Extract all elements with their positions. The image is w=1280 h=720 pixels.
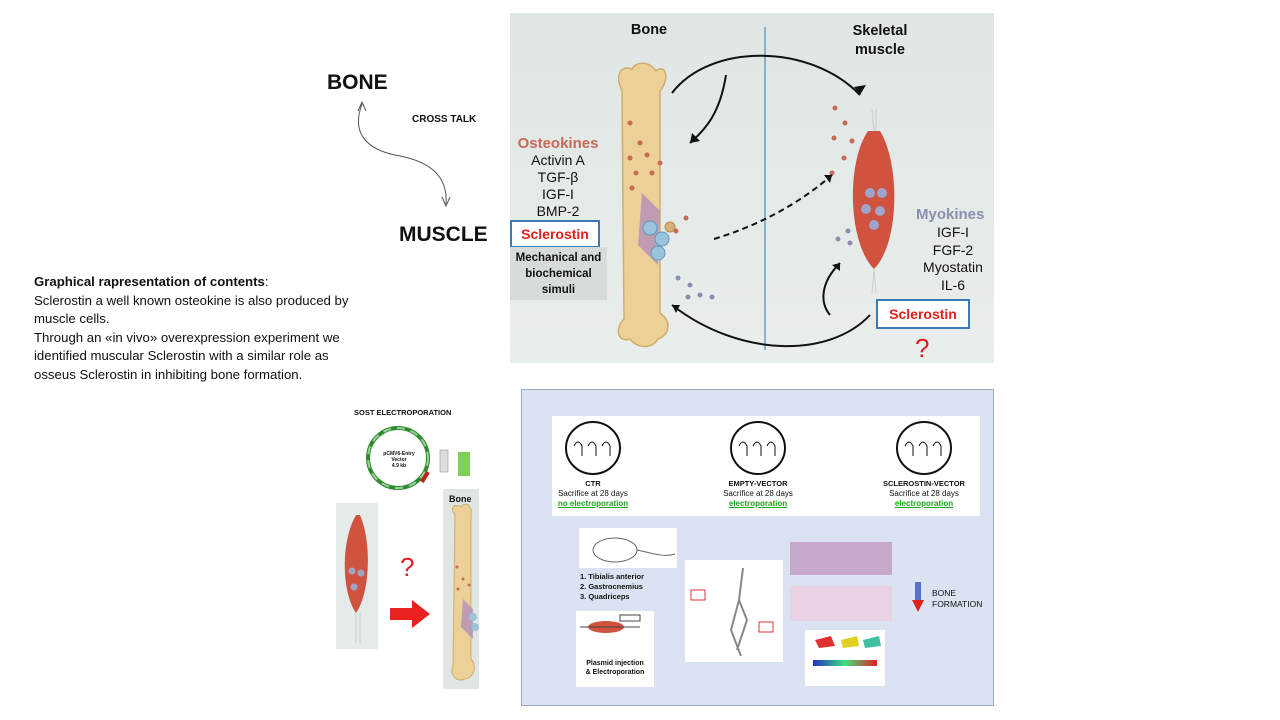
myokine-item: Myostatin — [923, 259, 983, 275]
skeletal-muscle-label: Skeletal muscle — [830, 22, 930, 60]
cross-talk-label: CROSS TALK — [412, 114, 477, 125]
bone-label: Bone — [630, 22, 668, 38]
mouse-sketch — [579, 528, 677, 568]
group-ctr: CTR Sacrifice at 28 days no electroporat… — [553, 479, 633, 509]
myokine-item: FGF-2 — [932, 241, 974, 258]
heatmap-panel — [805, 630, 885, 686]
vector-label: pCMV6-Entry Vector 4.9 kb — [380, 451, 418, 469]
plasmid-line: Plasmid injection — [586, 660, 644, 667]
heatmap-illustration — [813, 636, 881, 666]
muscle-title: MUSCLE — [399, 223, 488, 246]
description-colon: : — [264, 274, 269, 289]
groups-box: CTR Sacrifice at 28 days no electroporat… — [552, 416, 980, 516]
description-heading: Graphical rapresentation of contents — [34, 274, 265, 289]
bone-cells — [642, 220, 676, 261]
plasmid-vector-diagram — [366, 426, 470, 490]
bone-title: BONE — [327, 71, 388, 94]
osteokine-item: TGF-β — [537, 169, 579, 185]
mouse-sketch-illustration — [592, 537, 676, 563]
group-name: EMPTY-VECTOR — [728, 479, 788, 488]
myokine-dots — [675, 228, 853, 300]
syringe-illustration — [580, 614, 641, 633]
bone-small-illustration — [451, 503, 479, 681]
crosstalk-arrows — [671, 54, 871, 347]
vector-size: 4.9 kb — [391, 463, 407, 469]
mechanical-line: biochemical — [525, 268, 592, 280]
group-electroporation: no electroporation — [557, 499, 629, 508]
group-sacrifice: Sacrifice at 28 days — [723, 489, 793, 498]
muscle-item: 3. Quadriceps — [580, 592, 630, 601]
plasmid-line: & Electroporation — [585, 669, 645, 676]
group-sclerostin-vector: SCLEROSTIN-VECTOR Sacrifice at 28 days e… — [874, 479, 974, 509]
group-electroporation: electroporation — [728, 499, 788, 508]
muscle-label-line: Skeletal — [852, 23, 908, 39]
mice-icons — [565, 421, 952, 475]
osteokine-dots — [627, 105, 855, 234]
description-line: Sclerostin a well known osteokine is als… — [34, 292, 349, 308]
crosstalk-illustration — [617, 27, 895, 350]
muscle-small-illustration — [344, 515, 368, 643]
mechanical-stimuli-box: Mechanical and biochemical simuli — [510, 247, 607, 300]
skeleton-sketch — [685, 560, 783, 662]
experiment-panel: CTR Sacrifice at 28 days no electroporat… — [521, 389, 994, 706]
cross-talk-arrow — [357, 100, 451, 208]
muscle-illustration — [852, 108, 895, 294]
description-line: osseus Sclerostin in inhibiting bone for… — [34, 366, 303, 382]
group-sacrifice: Sacrifice at 28 days — [889, 489, 959, 498]
bone-panel: Bone — [443, 489, 479, 689]
muscle-panel — [336, 503, 378, 649]
bone-small-label: Bone — [449, 494, 472, 504]
bone-formation-line: FORMATION — [932, 599, 983, 609]
mechanical-line: simuli — [541, 284, 576, 296]
crosstalk-figure: Bone Skeletal muscle Osteokines Activin … — [510, 13, 994, 363]
arrow-heads — [672, 85, 866, 313]
group-name: CTR — [585, 479, 601, 488]
muscle-list: 1. Tibialis anterior 2. Gastrocnemius 3.… — [580, 572, 644, 602]
osteokines-list: Activin A TGF-β IGF-I BMP-2 — [514, 152, 602, 220]
group-electroporation: electroporation — [894, 499, 954, 508]
description-line: muscle cells. — [34, 311, 110, 326]
question-mark-small: ? — [400, 552, 415, 582]
description-line: identified muscular Sclerostin with a si… — [34, 348, 329, 363]
osteokine-item: Activin A — [531, 152, 585, 168]
myokines-title: Myokines — [916, 206, 985, 223]
osteokine-item: IGF-I — [542, 186, 574, 202]
bone-illustration — [617, 62, 669, 348]
muscle-label-line: muscle — [855, 42, 905, 58]
myokines-list: IGF-I FGF-2 Myostatin IL-6 — [918, 224, 988, 294]
muscle-item: 2. Gastrocnemius — [580, 582, 643, 591]
bone-formation-line: BONE — [932, 588, 957, 598]
osteokines-title: Osteokines — [517, 135, 599, 152]
question-mark: ? — [915, 333, 930, 363]
mechanical-line: Mechanical and — [515, 252, 602, 264]
plasmid-injection-box: Plasmid injection & Electroporation — [576, 611, 654, 687]
vector-line: Vector — [391, 457, 407, 463]
description: Graphical rapresentation of contents: Sc… — [34, 273, 414, 384]
myokine-item: IL-6 — [940, 276, 966, 293]
group-sacrifice: Sacrifice at 28 days — [558, 489, 628, 498]
plasmid-label: Plasmid injection & Electroporation — [576, 659, 654, 677]
histology-row-1 — [790, 542, 892, 575]
down-arrow-icon — [912, 582, 924, 612]
sclerostin-bone-box: Sclerostin — [510, 220, 600, 248]
bone-formation-label: BONE FORMATION — [932, 588, 982, 610]
histology-row-2 — [790, 586, 892, 621]
sclerostin-muscle-box: Sclerostin — [876, 299, 970, 329]
sost-electroporation-title: SOST ELECTROPORATION — [354, 408, 452, 417]
description-line: Through an «in vivo» overexpression expe… — [34, 329, 340, 345]
osteokine-item: BMP-2 — [536, 203, 580, 219]
vector-line: pCMV6-Entry — [383, 451, 415, 457]
group-name: SCLEROSTIN-VECTOR — [883, 479, 965, 488]
group-empty-vector: EMPTY-VECTOR Sacrifice at 28 days electr… — [713, 479, 803, 509]
muscle-item: 1. Tibialis anterior — [580, 572, 645, 581]
red-arrow-icon — [390, 600, 430, 628]
myokine-item: IGF-I — [937, 224, 969, 240]
skeleton-illustration — [690, 567, 774, 657]
